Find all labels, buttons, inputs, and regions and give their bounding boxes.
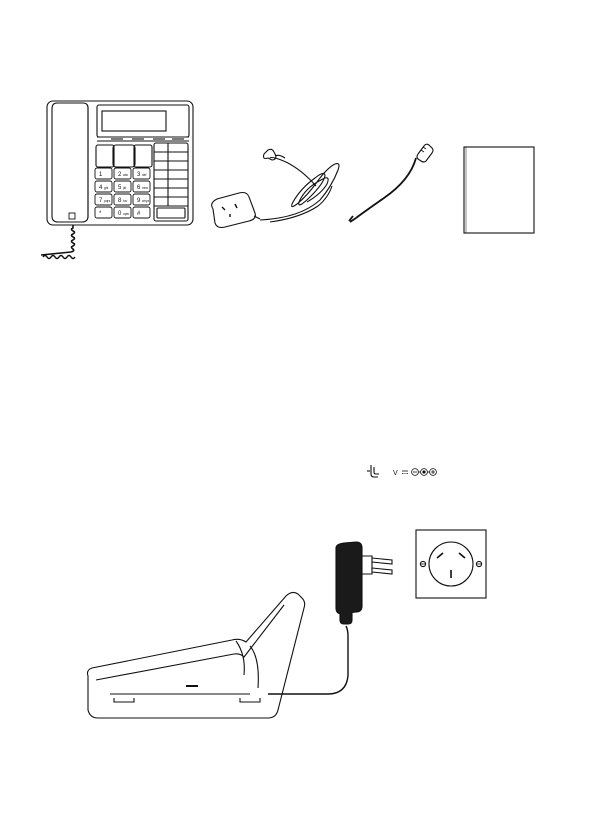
power-connection-figure <box>0 520 595 720</box>
keypad-key-label: 7 <box>99 198 103 204</box>
keypad-key: * <box>95 207 112 218</box>
keypad-key-letters: mno <box>142 186 148 190</box>
keypad-key-outline <box>95 207 112 218</box>
wall-socket-icon <box>416 530 486 598</box>
keypad-key-letters: def <box>142 173 147 177</box>
keypad-key-label: 4 <box>99 185 103 191</box>
power-connection-drawing <box>0 520 595 720</box>
keypad-key: 1 <box>95 168 112 179</box>
polarity-symbol: V <box>365 463 455 481</box>
keypad-key: # <box>133 207 150 218</box>
keypad-key-label: * <box>99 211 102 217</box>
keypad-key-label: 6 <box>137 185 141 191</box>
keypad-key-letters: jkl <box>122 186 126 190</box>
keypad-key-letters: ghi <box>104 186 109 190</box>
keypad-key-label: 9 <box>137 198 141 204</box>
keypad-key-label: 5 <box>118 185 122 191</box>
keypad-key-letters: tuv <box>123 199 128 203</box>
telephone-side-view-icon <box>88 592 305 718</box>
keypad-key-outline <box>95 168 112 179</box>
keypad-key-letters: pqrs <box>104 199 111 203</box>
polarity-icon: V <box>365 463 455 481</box>
line-cord-icon <box>349 144 433 222</box>
keypad-key-label: 2 <box>118 172 122 178</box>
keypad-key-letters: abc <box>123 173 129 177</box>
voltage-label: V <box>393 470 398 477</box>
keypad-key-label: 3 <box>137 172 141 178</box>
keypad-key-letters: wxyz <box>142 199 149 203</box>
power-adapter-icon <box>336 542 392 624</box>
telephone-icon <box>41 101 193 259</box>
keypad-key-label: 8 <box>118 198 122 204</box>
keypad-key-label: # <box>137 211 141 217</box>
keypad-key-letters: oper <box>123 212 130 216</box>
power-cable-icon <box>212 149 339 227</box>
keypad-key-label: 0 <box>118 211 122 217</box>
keypad-key-outline <box>133 207 150 218</box>
manual-icon <box>464 147 534 233</box>
adapter-cable <box>268 626 348 694</box>
keypad-key-label: 1 <box>99 172 103 178</box>
